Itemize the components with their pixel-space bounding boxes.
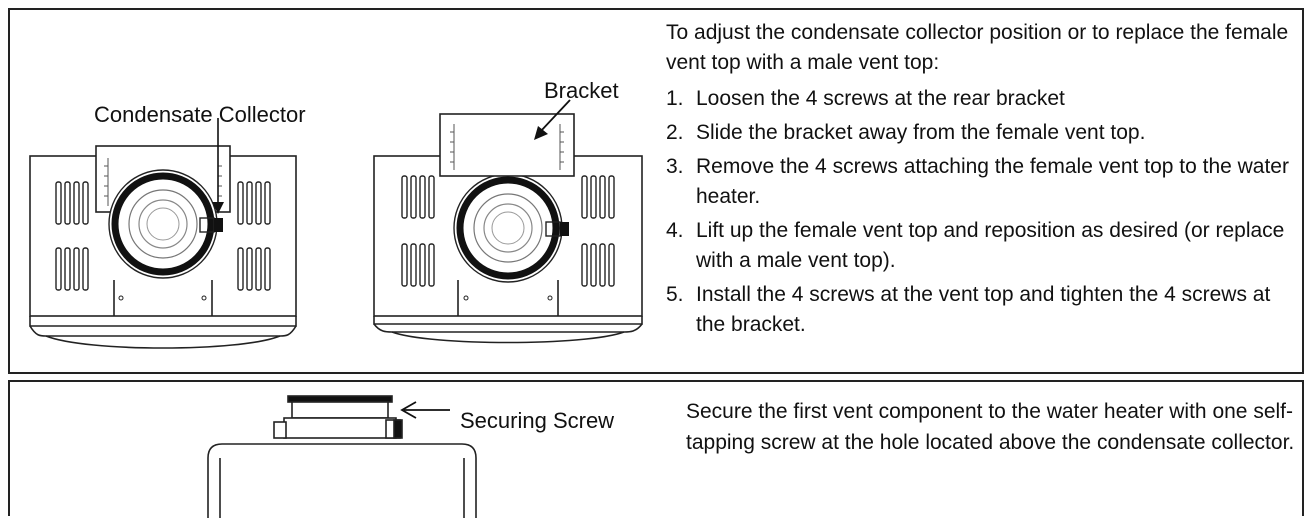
step-text: Loosen the 4 screws at the rear bracket: [696, 87, 1065, 110]
step-item: 2. Slide the bracket away from the female…: [666, 118, 1296, 148]
step-number: 3.: [666, 155, 684, 178]
step-item: 3. Remove the 4 screws attaching the fema…: [666, 152, 1296, 212]
step-text: Remove the 4 screws attaching the female…: [696, 155, 1289, 208]
adjust-instructions: To adjust the condensate collector posit…: [666, 18, 1296, 344]
heater-top-figure-left: [29, 118, 297, 349]
step-item: 5. Install the 4 screws at the vent top a…: [666, 280, 1296, 340]
step-text: Slide the bracket away from the female v…: [696, 121, 1146, 144]
step-item: 1. Loosen the 4 screws at the rear bracke…: [666, 84, 1296, 114]
step-number: 1.: [666, 87, 684, 110]
step-text: Install the 4 screws at the vent top and…: [696, 283, 1271, 336]
step-item: 4. Lift up the female vent top and reposi…: [666, 216, 1296, 276]
top-instruction-panel: Condensate Collector: [8, 8, 1304, 374]
securing-screw-label: Securing Screw: [460, 408, 615, 433]
step-number: 5.: [666, 283, 684, 306]
instruction-steps: 1. Loosen the 4 screws at the rear bracke…: [666, 84, 1296, 340]
step-number: 4.: [666, 219, 684, 242]
instructions-intro: To adjust the condensate collector posit…: [666, 21, 1289, 74]
step-number: 2.: [666, 121, 684, 144]
bracket-label: Bracket: [544, 78, 619, 103]
bottom-instruction-panel: Securing Screw Secure the first vent com…: [8, 380, 1304, 518]
heater-top-figure-right: [373, 99, 643, 344]
step-text: Lift up the female vent top and repositi…: [696, 219, 1285, 272]
secure-vent-instruction: Secure the first vent component to the w…: [686, 400, 1295, 454]
condensate-collector-label: Condensate Collector: [94, 102, 306, 127]
heater-side-figure: [207, 395, 477, 518]
